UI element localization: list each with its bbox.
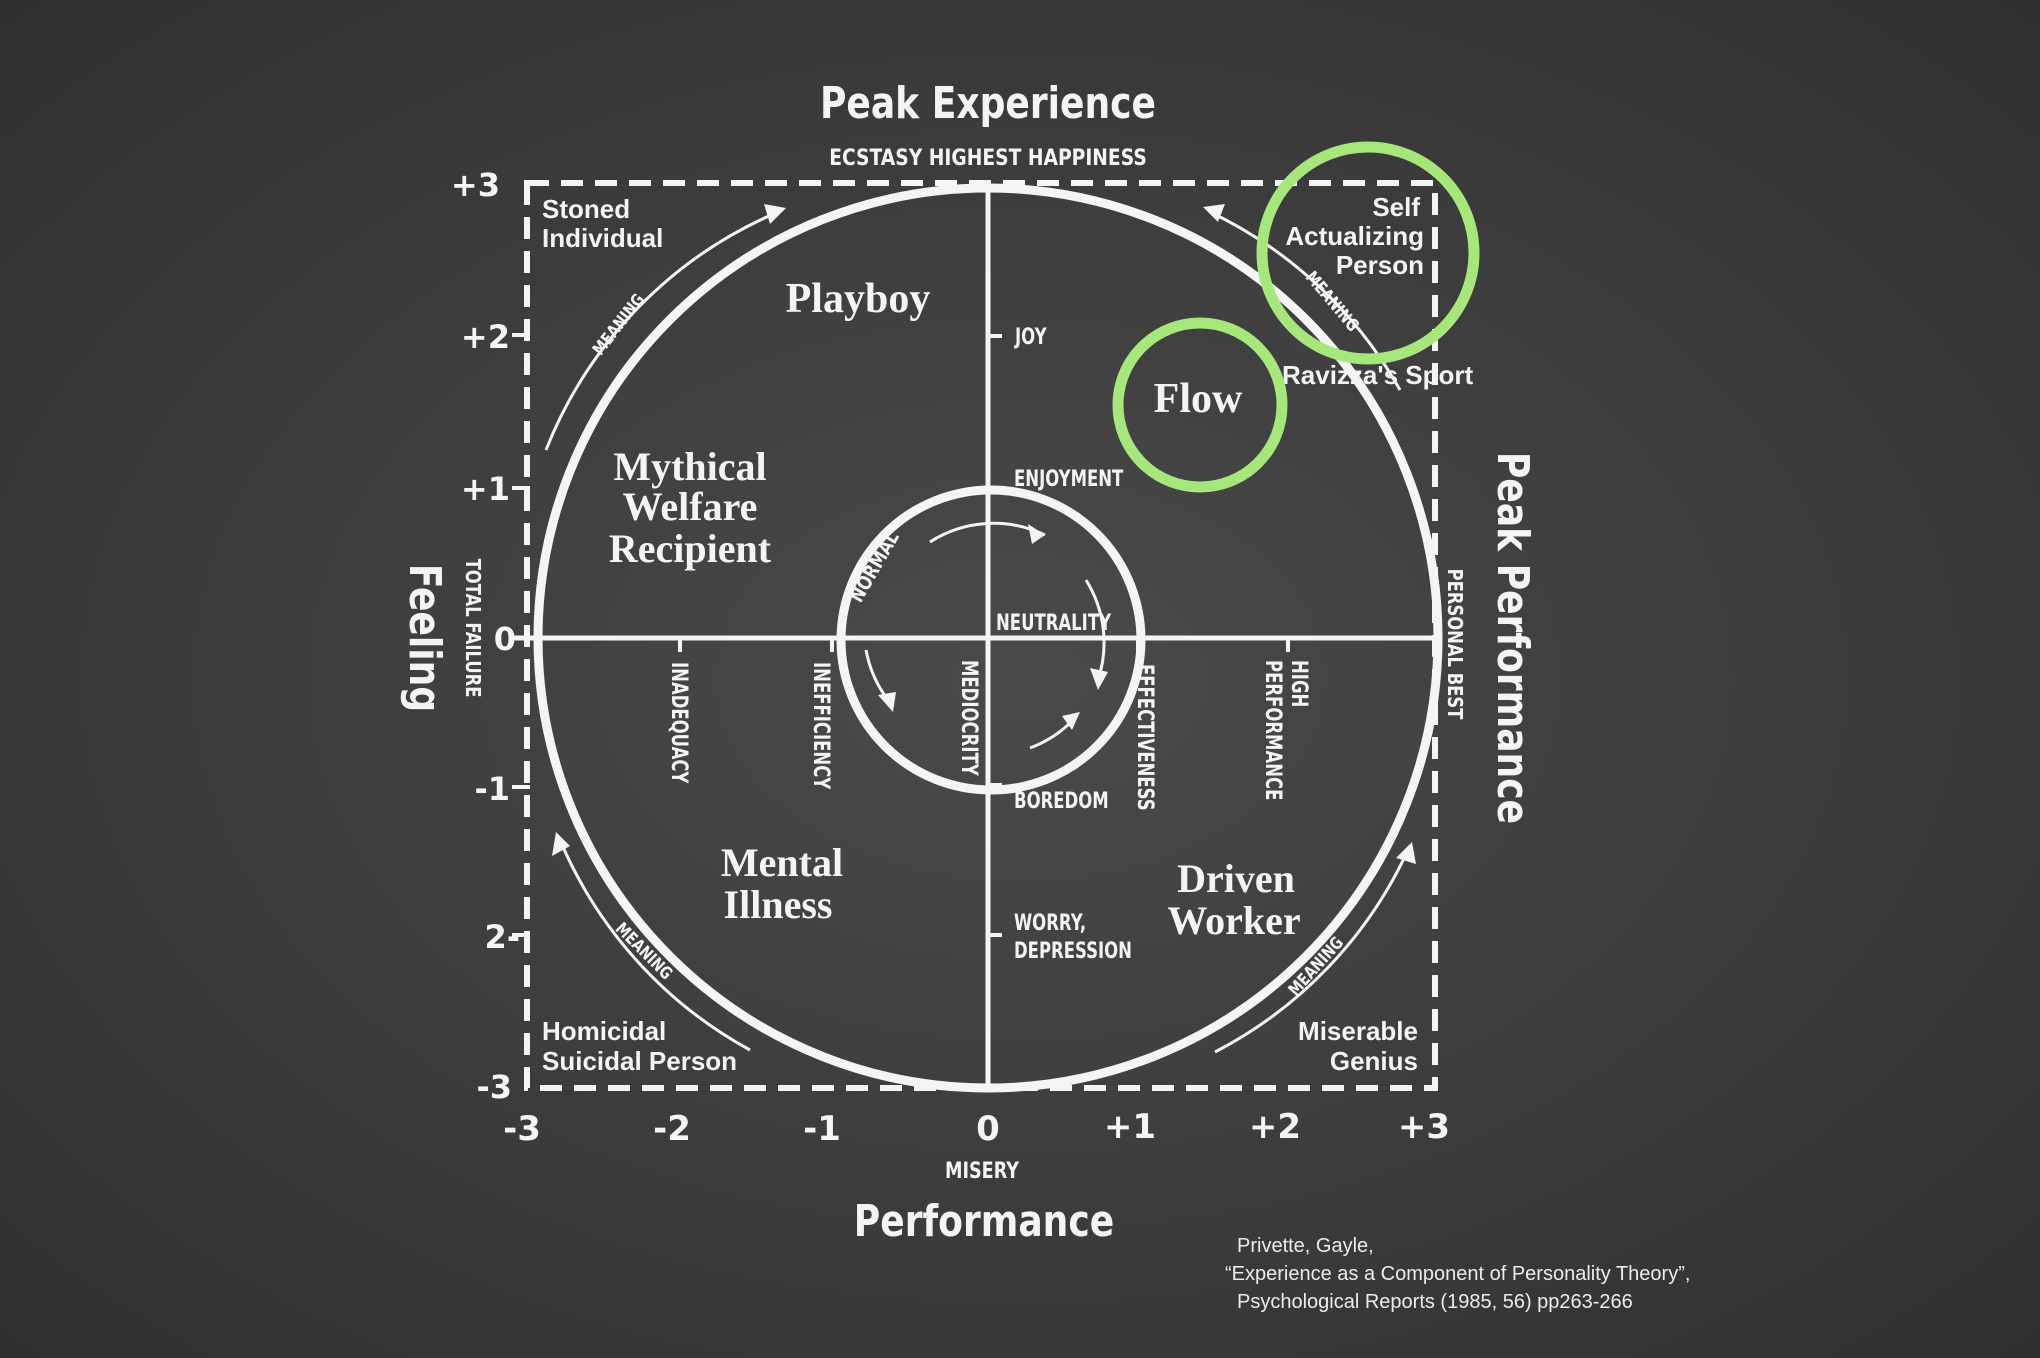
ravizza-label: Ravizza's Sport [1282,360,1473,390]
y-tick-label: 0 [494,620,516,658]
corner-line: Stoned [542,194,630,224]
axis-label-mediocrity: MEDIOCRITY [956,660,982,776]
corner-line: Miserable [1298,1016,1418,1046]
axis-label-neutrality: NEUTRALITY [996,610,1112,636]
subtitle: ECSTASY HIGHEST HAPPINESS [829,145,1147,171]
axis-label-high: HIGH [1286,660,1312,707]
quadrant-label-driven-worker: Driven Worker [1167,856,1300,943]
x-tick-label: -3 [503,1109,541,1149]
axis-label-worry: WORRY, [1014,910,1086,936]
x-tick-label: +1 [1104,1107,1156,1147]
x-axis-tick-labels: -3 -2 -1 0 +1 +2 +3 [503,1107,1450,1149]
quadrant-label-flow: Flow [1154,376,1243,422]
mental-line: Mental [721,840,843,885]
corner-line: Actualizing [1285,221,1424,251]
vertical-axis-tick-marks [988,334,1002,937]
meaning-arrow-top-left [544,210,779,451]
meaning-arrow-bottom-left [558,839,751,1052]
quadrant-label-playboy: Playboy [786,276,931,322]
meaning-arrowhead-bottom-left [552,832,570,856]
citation-author: Privette, Gayle, [1237,1235,1374,1257]
corner-line: Person [1336,250,1424,280]
meaning-arrow-bottom-right [1214,849,1410,1054]
highlight-circle-flow [1112,317,1288,493]
corner-line: Self [1372,192,1420,222]
corner-line: Homicidal [542,1016,666,1046]
citation-title: “Experience as a Component of Personalit… [1225,1263,1691,1285]
quadrant-label-welfare: Mythical Welfare Recipient [609,444,772,571]
citation: Privette, Gayle, “Experience as a Compon… [1225,1232,1785,1316]
x-axis-title: Performance [854,1197,1114,1247]
y-tick-label: -3 [476,1068,512,1106]
y-tick-label: +3 [451,166,500,204]
x-tick-label: -2 [653,1109,691,1149]
inner-arrowhead-left [878,692,896,712]
corner-line: Suicidal Person [542,1046,737,1076]
inner-arrow-left [864,649,890,701]
y-axis-low-label: TOTAL FAILURE [461,559,484,698]
axis-label-joy: JOY [1013,324,1047,350]
corner-label-top-right: Self Actualizing Person [1285,192,1424,280]
page-title: Peak Experience [820,79,1156,129]
x-tick-label: +3 [1398,1107,1450,1147]
y-tick-label: +1 [461,470,510,508]
left-axis-tick-marks [512,333,530,937]
axis-label-depression: DEPRESSION [1014,938,1132,964]
vertical-axis-labels: JOY ENJOYMENT NEUTRALITY BOREDOM WORRY, … [996,324,1132,964]
driven-line: Driven [1177,856,1295,901]
inner-arrowhead-bottom [1062,712,1080,730]
y-axis-title: Feeling [399,564,449,712]
driven-line: Worker [1167,898,1300,943]
y-tick-label: +2 [461,318,510,356]
highlight-circle-self-actualizing [1256,141,1480,365]
corner-line: Individual [542,223,663,253]
horizontal-axis-tick-marks [678,638,1290,652]
corner-label-bottom-right: Miserable Genius [1298,1016,1418,1076]
axis-label-inadequacy: INADEQUACY [666,662,692,784]
y-tick-label: -1 [474,770,510,808]
meaning-arrowhead-top-right [1203,204,1225,222]
citation-source: Psychological Reports (1985, 56) pp263-2… [1237,1291,1633,1313]
corner-label-top-left: Stoned Individual [542,194,663,253]
inner-arrowhead-right [1090,668,1108,690]
welfare-line: Recipient [609,526,772,571]
inner-arrow-right [1084,579,1106,681]
y-axis-tick-labels: +3 +2 +1 0 -1 2- -3 [451,166,520,1106]
axis-label-effectiveness: EFFECTIVENESS [1132,664,1158,811]
x-tick-label: +2 [1249,1107,1301,1147]
axis-label-inefficiency: INEFFICIENCY [808,662,834,790]
welfare-line: Mythical [613,444,766,489]
x-tick-label: -1 [803,1109,841,1149]
y-tick-label: 2- [484,918,520,956]
corner-label-bottom-left: Homicidal Suicidal Person [542,1016,737,1076]
x-axis-low-label: MISERY [945,1158,1020,1183]
right-axis-title: Peak Performance [1487,452,1537,824]
mental-line: Illness [724,882,833,927]
inner-arrowhead-top [1028,524,1045,544]
horizontal-axis-labels: INADEQUACY INEFFICIENCY MEDIOCRITY EFFEC… [666,660,1312,811]
right-axis-label: PERSONAL BEST [1443,569,1466,720]
quadrant-label-mental-illness: Mental Illness [721,840,843,927]
axis-label-boredom: BOREDOM [1014,788,1109,814]
meaning-arrowhead-bottom-right [1396,842,1416,864]
axis-label-performance: PERFORMANCE [1260,660,1286,800]
axis-label-enjoyment: ENJOYMENT [1014,466,1124,492]
corner-line: Genius [1330,1046,1418,1076]
x-tick-label: 0 [976,1109,1000,1149]
meaning-arrowhead-top-left [764,204,786,224]
welfare-line: Welfare [623,484,758,529]
